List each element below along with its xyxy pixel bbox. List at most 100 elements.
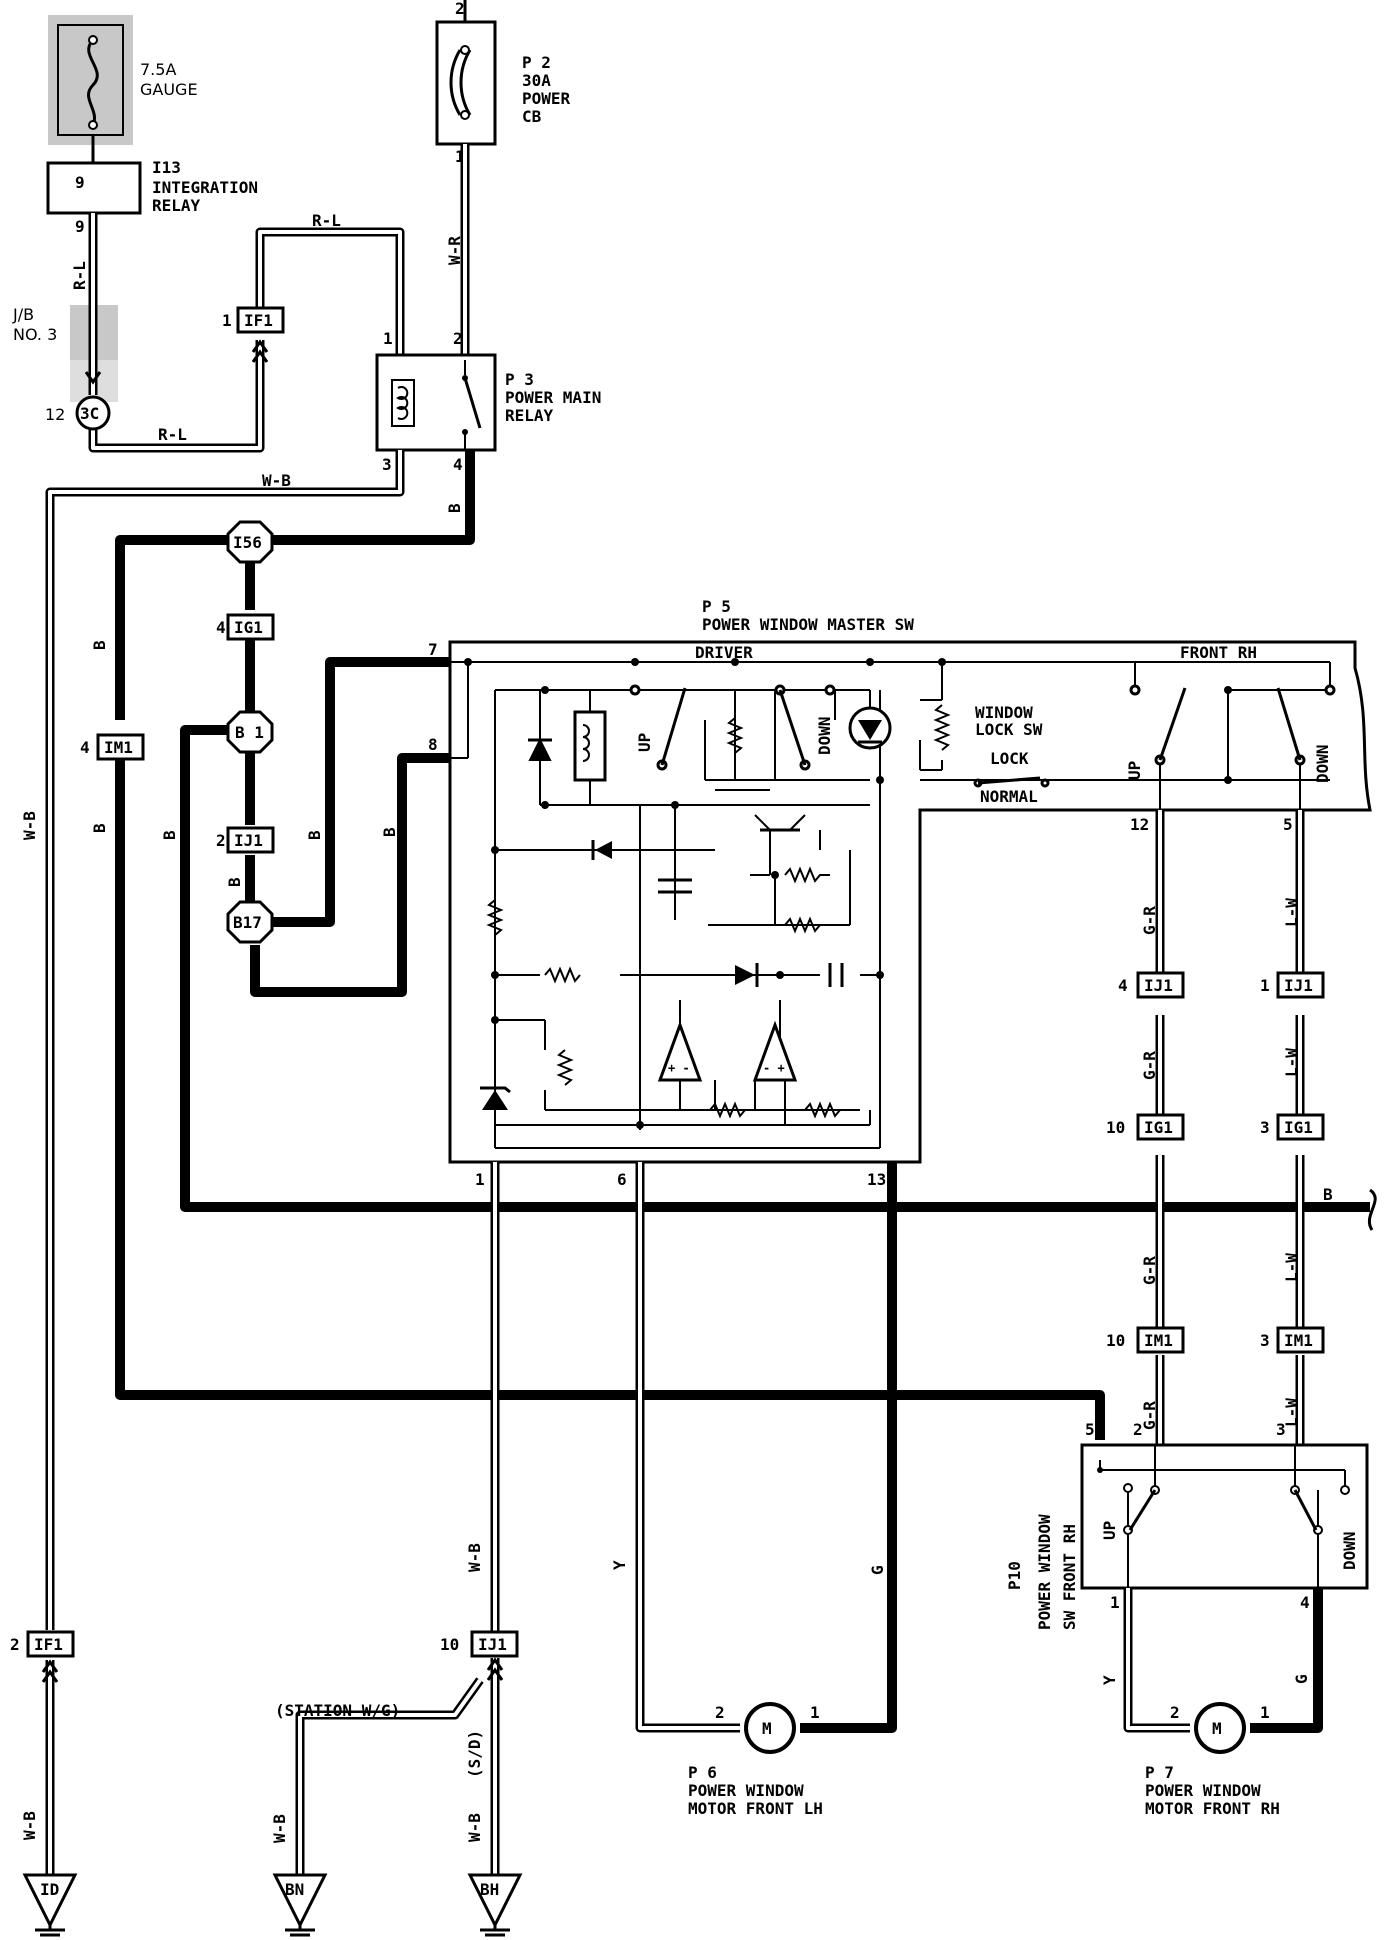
ground-bn-label: BN bbox=[285, 1880, 304, 1899]
connector-ij1-bottom-pin: 10 bbox=[440, 1635, 459, 1654]
rh-switch: UP DOWN 5 2 3 1 4 P10 POWER WINDOW SW FR… bbox=[1005, 1420, 1369, 1630]
jb-line2: NO. 3 bbox=[13, 325, 57, 344]
master-lock-sw-2: LOCK SW bbox=[975, 720, 1043, 739]
wire-label-wr: W-R bbox=[445, 236, 464, 265]
wire-label-lw-3: L-W bbox=[1282, 1253, 1301, 1282]
junction-b17: B17 bbox=[226, 900, 274, 944]
motor-lh-line1: POWER WINDOW bbox=[688, 1781, 804, 1800]
master-switch: P 5 POWER WINDOW MASTER SW DRIVER FRONT … bbox=[428, 597, 1372, 1189]
wire-label-gr-3: G-R bbox=[1140, 1256, 1159, 1285]
integration-relay-code: I13 bbox=[152, 158, 181, 177]
connector-im1-left-name: IM1 bbox=[104, 738, 133, 757]
wire-rl: R-L R-L R-L bbox=[70, 211, 405, 453]
wire-label-wb-1: W-B bbox=[262, 471, 291, 490]
master-pin5: 5 bbox=[1283, 815, 1293, 834]
connector-3c-label: 3C bbox=[80, 404, 99, 423]
wire-label-b-1: B bbox=[90, 640, 109, 650]
relay-pin2: 2 bbox=[453, 329, 463, 348]
wire-label-wb-6: W-B bbox=[465, 1813, 484, 1842]
motor-rh-pin2: 2 bbox=[1170, 1703, 1180, 1722]
connector-ig1-r1-name: IG1 bbox=[1144, 1118, 1173, 1137]
motor-rh-line1: POWER WINDOW bbox=[1145, 1781, 1261, 1800]
connector-ij1-r1-pin: 4 bbox=[1118, 976, 1128, 995]
master-driver-down: DOWN bbox=[815, 716, 834, 755]
wire-label-wb-4: W-B bbox=[465, 1543, 484, 1572]
connector-ij1-left: IJ1 2 bbox=[216, 826, 275, 854]
master-normal: NORMAL bbox=[980, 787, 1038, 806]
ground-bh-label: BH bbox=[480, 1880, 499, 1899]
connector-if1-bottom-name: IF1 bbox=[34, 1635, 63, 1654]
wire-label-g-2: G bbox=[1292, 1674, 1311, 1684]
motor-rh-code: P 7 bbox=[1145, 1763, 1174, 1782]
circuit-breaker: 2 1 P 2 30A POWER CB bbox=[435, 0, 571, 166]
motor-lh: M 2 1 P 6 POWER WINDOW MOTOR FRONT LH bbox=[688, 1702, 823, 1818]
motor-rh-line2: MOTOR FRONT RH bbox=[1145, 1799, 1280, 1818]
wire-y-lh: Y bbox=[610, 1162, 740, 1733]
master-pin8: 8 bbox=[428, 735, 438, 754]
master-switch-name: POWER WINDOW MASTER SW bbox=[702, 615, 914, 634]
connector-im1-left: IM1 4 bbox=[80, 733, 145, 761]
fuse-element bbox=[87, 38, 99, 126]
junction-b1: B 1 bbox=[226, 710, 274, 754]
junction-i56: I56 bbox=[226, 520, 274, 564]
motor-rh-pin1: 1 bbox=[1260, 1703, 1270, 1722]
ground-bn: BN bbox=[272, 1873, 328, 1937]
svg-text:- +: - + bbox=[763, 1061, 785, 1075]
master-rh-up: UP bbox=[1125, 761, 1144, 780]
wire-label-y-1: Y bbox=[610, 1560, 629, 1570]
motor-rh: M 2 1 P 7 POWER WINDOW MOTOR FRONT RH bbox=[1145, 1702, 1280, 1818]
cb-line2: POWER bbox=[522, 89, 571, 108]
connector-ij1-r1: IJ1 4 bbox=[1118, 971, 1185, 999]
connector-im1-r1-name: IM1 bbox=[1144, 1331, 1173, 1350]
wire-wb-left: W-B W-B W-B bbox=[20, 450, 405, 1875]
connector-im1-r2: IM1 3 bbox=[1260, 1326, 1325, 1354]
master-driver-up: UP bbox=[635, 733, 654, 752]
relay-pin1: 1 bbox=[383, 329, 393, 348]
ground-bh: BH bbox=[467, 1873, 523, 1937]
rh-switch-down: DOWN bbox=[1340, 1531, 1359, 1570]
cb-line1: 30A bbox=[522, 71, 551, 90]
variant-sd: (S/D) bbox=[465, 1730, 484, 1778]
wire-label-lw-4: L-W bbox=[1282, 1398, 1301, 1427]
master-pin1: 1 bbox=[475, 1170, 485, 1189]
wire-wr: W-R bbox=[445, 144, 470, 355]
wire-label-lw-1: L-W bbox=[1282, 898, 1301, 927]
connector-ig1-left-name: IG1 bbox=[234, 618, 263, 637]
connector-ig1-r1: IG1 10 bbox=[1106, 1113, 1185, 1141]
fuse-terminal bbox=[88, 120, 98, 130]
cb-code: P 2 bbox=[522, 53, 551, 72]
relay-pin4: 4 bbox=[453, 455, 463, 474]
wire-label-gr-4: G-R bbox=[1140, 1401, 1159, 1430]
wire-label-b-5: B bbox=[225, 877, 244, 887]
ground-id-label: ID bbox=[40, 1880, 59, 1899]
wire-label-rl-2: R-L bbox=[158, 425, 187, 444]
fuse-rating: 7.5A bbox=[140, 60, 176, 79]
connector-if1-bottom: IF1 2 bbox=[10, 1630, 75, 1658]
fuse-terminal bbox=[88, 35, 98, 45]
master-switch-code: P 5 bbox=[702, 597, 731, 616]
connector-if1-top: IF1 1 bbox=[222, 306, 285, 334]
wire-label-b-7: B bbox=[380, 827, 399, 837]
rh-switch-pin1: 1 bbox=[1110, 1593, 1120, 1612]
connector-im1-r1: IM1 10 bbox=[1106, 1326, 1185, 1354]
motor-lh-symbol: M bbox=[762, 1719, 772, 1738]
wire-label-gr-2: G-R bbox=[1140, 1051, 1159, 1080]
svg-text:+ -: + - bbox=[668, 1061, 690, 1075]
junction-b1-label: B 1 bbox=[235, 723, 264, 742]
connector-if1-top-pin: 1 bbox=[222, 311, 232, 330]
connector-im1-r2-pin: 3 bbox=[1260, 1331, 1270, 1350]
connector-ij1-r2-name: IJ1 bbox=[1284, 976, 1313, 995]
fuse-name: GAUGE bbox=[140, 80, 198, 99]
master-pin13: 13 bbox=[867, 1170, 886, 1189]
connector-ij1-bottom: IJ1 10 bbox=[440, 1630, 519, 1658]
ground-id: ID bbox=[22, 1873, 78, 1937]
wire-g-lh: G bbox=[800, 1162, 897, 1733]
wire-label-wb-3: W-B bbox=[20, 1811, 39, 1840]
motor-lh-pin1: 1 bbox=[810, 1703, 820, 1722]
rh-switch-up: UP bbox=[1100, 1521, 1119, 1540]
junction-b17-label: B17 bbox=[233, 913, 262, 932]
master-rh-down: DOWN bbox=[1313, 744, 1332, 783]
wire-label-g-1: G bbox=[868, 1565, 887, 1575]
wire-label-y-2: Y bbox=[1100, 1675, 1119, 1685]
wire-label-b-2: B bbox=[445, 503, 464, 513]
